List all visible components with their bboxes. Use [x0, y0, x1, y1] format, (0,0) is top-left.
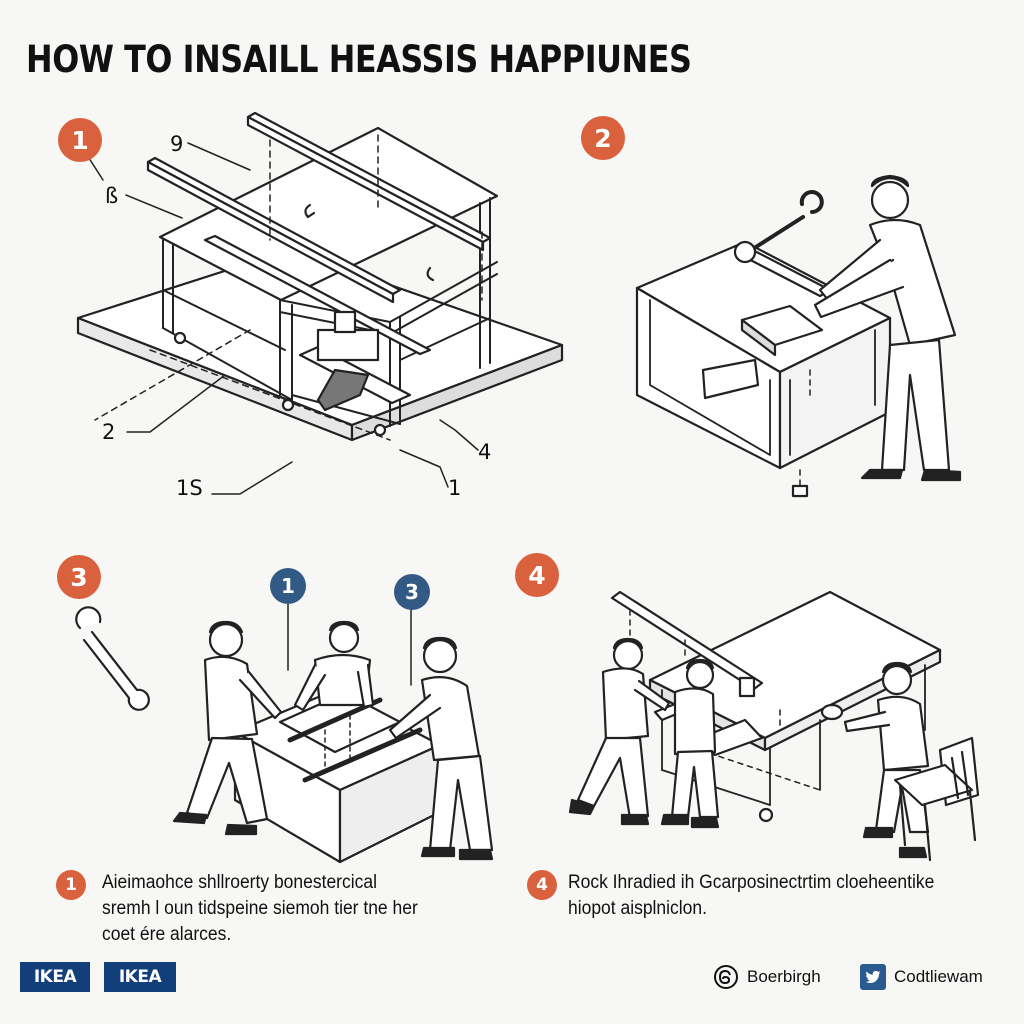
step-1-callout-1s: 1S — [176, 476, 203, 500]
caption-1-line-1: Aieimaohce shllroerty bonestercical — [102, 872, 377, 893]
twitter-icon — [860, 964, 886, 990]
caption-4-line-1: Rock Ihradied ih Gcarposinectrtim cloehe… — [568, 872, 935, 893]
caption-1-badge: 1 — [56, 870, 86, 900]
caption-4-badge: 4 — [527, 870, 557, 900]
step-3-sub-badge-3: 3 — [394, 574, 430, 610]
step-1-callout-9: 9 — [170, 132, 184, 156]
step-3-badge: 3 — [57, 555, 101, 599]
step-3-sub-badge-1: 1 — [270, 568, 306, 604]
ikea-logo-2: IKEA — [104, 962, 176, 992]
step-1-callout-1: 1 — [448, 476, 462, 500]
page-title: HOW TO INSAILL HEASSIS HAPPIUNES — [26, 38, 692, 81]
threads-icon — [713, 964, 739, 990]
social-threads[interactable]: Boerbirgh — [713, 964, 821, 990]
caption-1-line-3: coet ére alarces. — [102, 924, 232, 945]
step-1-callout-b: ß — [105, 184, 119, 208]
step-1-badge: 1 — [58, 118, 102, 162]
step-2-badge: 2 — [581, 116, 625, 160]
caption-1-line-2: sremh l oun tidspeine siemoh tier tne he… — [102, 898, 418, 919]
social-twitter[interactable]: Codtliewam — [860, 964, 983, 990]
social-twitter-label: Codtliewam — [894, 967, 983, 986]
caption-4-text: Rock Ihradied ih Gcarposinectrtim cloehe… — [568, 870, 934, 922]
caption-1-text: Aieimaohce shllroerty bonestercical srem… — [102, 870, 418, 948]
step-4-badge: 4 — [515, 553, 559, 597]
ikea-logo-1: IKEA — [20, 962, 90, 992]
step-1-callout-4: 4 — [478, 440, 492, 464]
step-1-callout-2: 2 — [102, 420, 116, 444]
social-threads-label: Boerbirgh — [747, 967, 821, 986]
caption-4-line-2: hiopot aisplniclon. — [568, 898, 707, 919]
